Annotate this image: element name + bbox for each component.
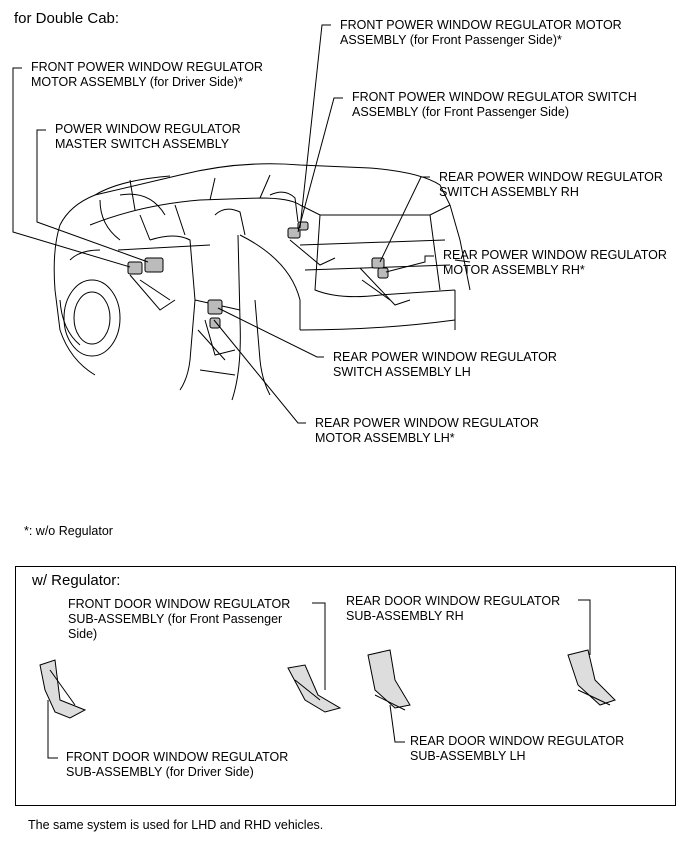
label-front-door-passenger: FRONT DOOR WINDOW REGULATOR SUB-ASSEMBLY… [68, 597, 291, 641]
label-front-switch-passenger: FRONT POWER WINDOW REGULATOR SWITCH ASSE… [352, 90, 637, 119]
regulator-box [15, 566, 676, 806]
component-parts [127, 221, 389, 329]
label-rear-door-rh: REAR DOOR WINDOW REGULATOR SUB-ASSEMBLY … [346, 594, 561, 623]
label-rear-motor-rh: REAR POWER WINDOW REGULATOR MOTOR ASSEMB… [443, 248, 667, 277]
label-rear-door-lh: REAR DOOR WINDOW REGULATOR SUB-ASSEMBLY … [410, 734, 625, 763]
regulator-rails [129, 239, 411, 361]
bottom-note: The same system is used for LHD and RHD … [28, 818, 324, 832]
regulator-subassemblies [39, 649, 616, 719]
truck-illustration [53, 163, 471, 401]
label-rear-switch-lh: REAR POWER WINDOW REGULATOR SWITCH ASSEM… [333, 350, 557, 379]
leader-lines [12, 24, 434, 424]
box-leader-lines [47, 599, 591, 759]
label-rear-motor-lh: REAR POWER WINDOW REGULATOR MOTOR ASSEMB… [315, 416, 539, 445]
label-front-motor-passenger: FRONT POWER WINDOW REGULATOR MOTOR ASSEM… [340, 18, 622, 47]
regulator-box-title: w/ Regulator: [32, 572, 121, 589]
footnote: *: w/o Regulator [24, 524, 113, 538]
label-front-door-driver: FRONT DOOR WINDOW REGULATOR SUB-ASSEMBLY… [66, 750, 289, 779]
diagram-title: for Double Cab: [14, 10, 120, 27]
label-master-switch: POWER WINDOW REGULATOR MASTER SWITCH ASS… [55, 122, 241, 151]
label-front-motor-driver: FRONT POWER WINDOW REGULATOR MOTOR ASSEM… [31, 60, 263, 89]
label-rear-switch-rh: REAR POWER WINDOW REGULATOR SWITCH ASSEM… [439, 170, 663, 199]
